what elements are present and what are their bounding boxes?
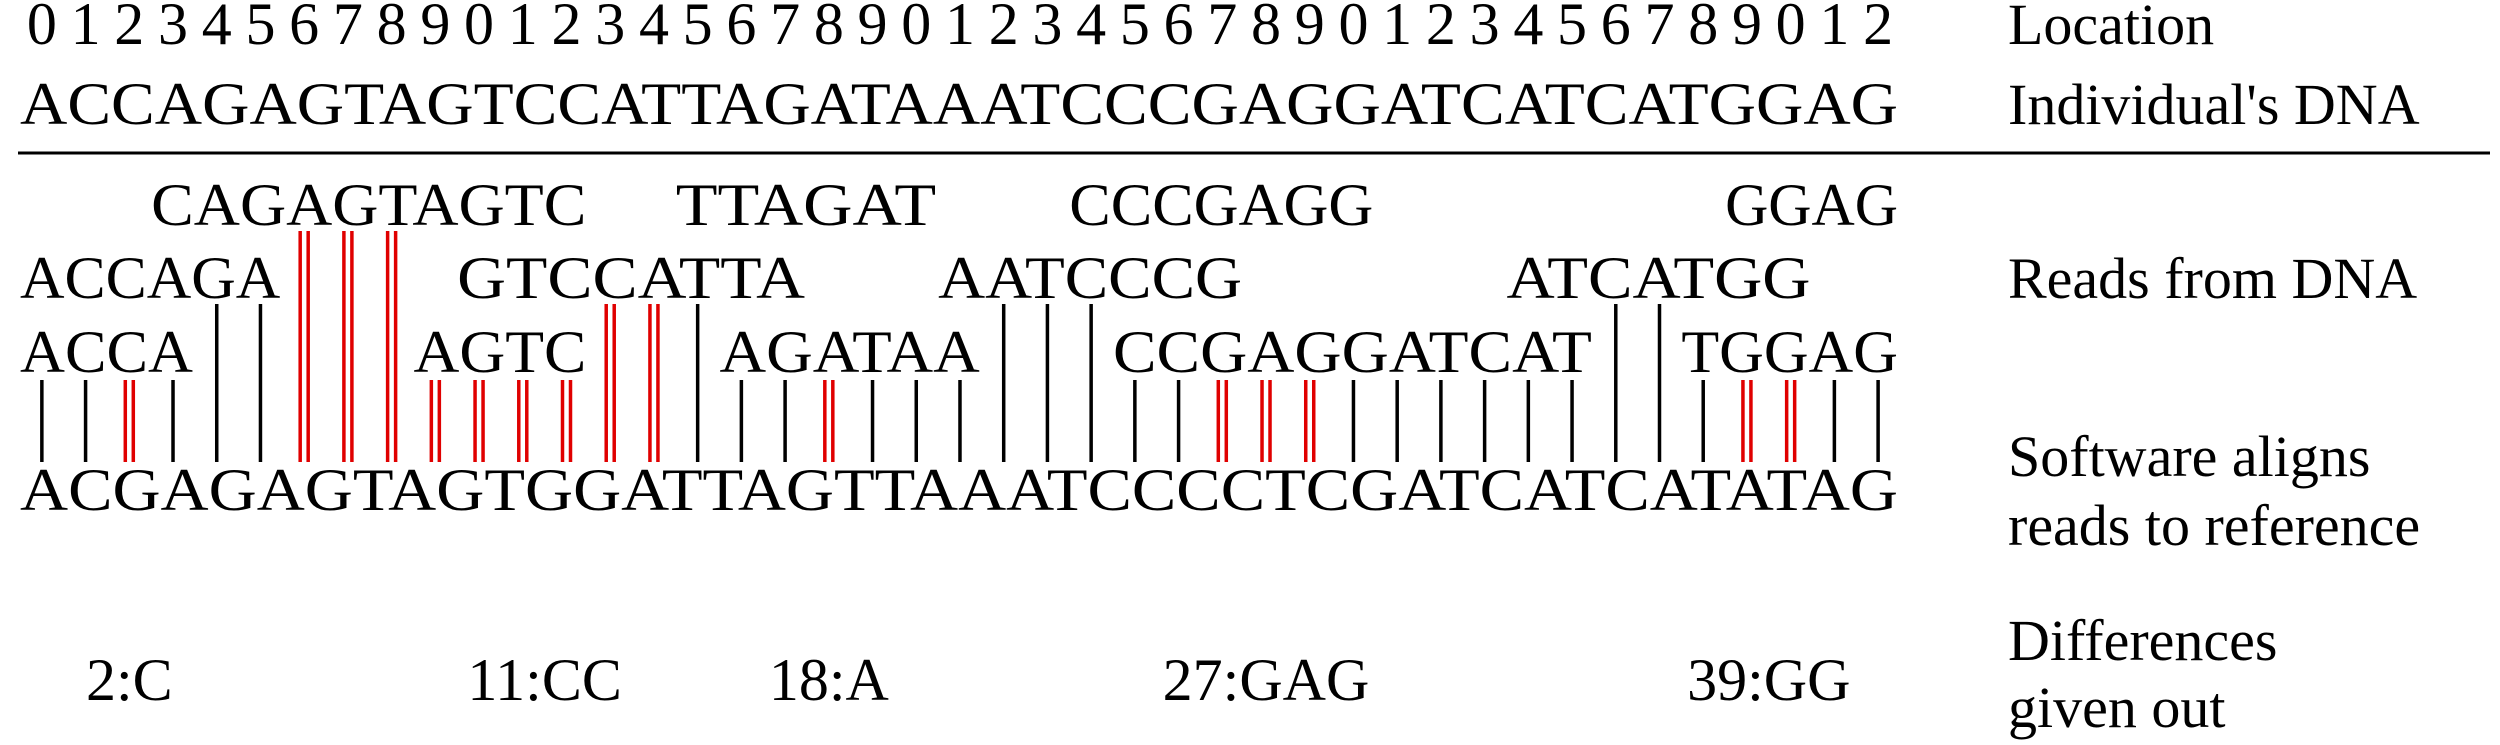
location-digit: 5 [1120,0,1150,57]
location-digit: 0 [464,0,494,57]
location-digit: 1 [1382,0,1412,57]
reads-group: CAGAGTAGTC TTAGAT CCCGAGG GGAG ACCAGA GTCCATT… [20,172,1898,385]
read-sequence: CCCGAGG [1069,172,1373,238]
location-digit: 0 [1338,0,1368,57]
location-digit: 1 [508,0,538,57]
difference-label: 18:A [769,647,889,713]
location-digit: 4 [1076,0,1106,57]
location-digit: 9 [1732,0,1762,57]
read-sequence: CAGAGTAGTC [151,172,586,238]
location-digit: 3 [1470,0,1500,57]
location-digit: 2 [1863,0,1893,57]
location-digit: 4 [1513,0,1543,57]
read-sequence: ACCAGA [20,245,280,311]
location-digit: 4 [639,0,669,57]
differences-group: 2:C 11:CC 18:A 27:GAG 39:GG [86,647,1851,713]
location-digit: 7 [1645,0,1675,57]
location-digit: 0 [1776,0,1806,57]
read-sequence: GTCCATTA [457,245,805,311]
location-digit: 5 [683,0,713,57]
label-differences-1: Differences [2008,608,2277,673]
location-digit: 2 [1426,0,1456,57]
location-digit: 0 [901,0,931,57]
location-digit: 2 [989,0,1019,57]
location-digit: 1 [71,0,101,57]
location-digit: 8 [1688,0,1718,57]
location-digit: 5 [1557,0,1587,57]
difference-label: 2:C [86,647,173,713]
read-sequence: TTAGAT [676,172,936,238]
location-digit: 1 [945,0,975,57]
read-sequence: ACCA [20,319,193,385]
read-sequence: GGAG [1725,172,1898,238]
location-digit: 6 [1601,0,1631,57]
difference-label: 11:CC [467,647,621,713]
individual-dna-sequence: ACCAGAGTAGTCCATTAGATAAATCCCGAGGATCATCATG… [20,71,1898,137]
location-digit: 9 [858,0,888,57]
location-digit: 6 [726,0,756,57]
location-digit: 4 [202,0,232,57]
reference-sequence: ACGAGAGTAGTGGATTAGTTAAATCCCCTCGATCATCATA… [20,457,1898,523]
location-digit: 1 [1819,0,1849,57]
label-individual-dna: Individual's DNA [2008,72,2420,137]
alignment-bars [40,231,1880,462]
label-differences-2: given out [2008,675,2225,740]
location-digit: 0 [27,0,57,57]
location-digit: 9 [420,0,450,57]
location-digit: 8 [814,0,844,57]
read-sequence: ATCATGG [1506,245,1810,311]
label-software-aligns-1: Software aligns [2008,424,2370,489]
location-digit: 2 [114,0,144,57]
label-software-aligns-2: reads to reference [2008,493,2420,558]
location-digit: 6 [1164,0,1194,57]
location-digit: 2 [552,0,582,57]
read-sequence: AGTC [413,319,586,385]
difference-label: 27:GAG [1163,647,1370,713]
location-digit: 7 [333,0,363,57]
read-sequence: CCGAGGATCAT [1113,319,1592,385]
location-digit: 5 [245,0,275,57]
read-sequence: TGGAG [1681,319,1898,385]
location-digit: 3 [158,0,188,57]
reference-text: ACGAGAGTAGTGGATTAGTTAAATCCCCTCGATCATCATA… [20,457,1898,523]
location-digit: 6 [289,0,319,57]
location-digit: 7 [770,0,800,57]
read-sequence: AATCCCG [938,245,1242,311]
label-location: Location [2008,0,2214,57]
individual-dna-text: ACCAGAGTAGTCCATTAGATAAATCCCGAGGATCATCATG… [20,71,1898,137]
location-digit: 3 [595,0,625,57]
location-digit: 8 [377,0,407,57]
location-digit: 7 [1207,0,1237,57]
label-reads-from-dna: Reads from DNA [2008,246,2417,311]
read-sequence: AGATAA [720,319,980,385]
difference-label: 39:GG [1687,647,1850,713]
location-digit: 8 [1251,0,1281,57]
location-digit: 3 [1032,0,1062,57]
location-digit: 9 [1295,0,1325,57]
